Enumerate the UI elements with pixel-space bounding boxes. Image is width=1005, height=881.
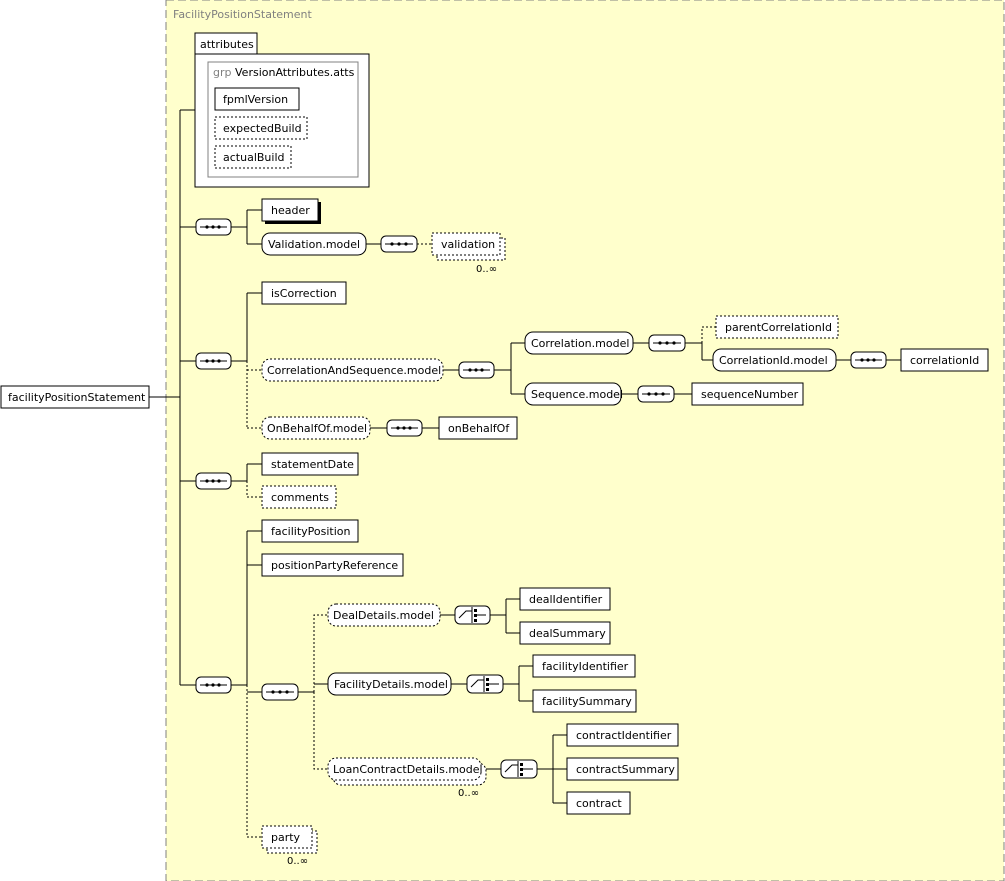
element-label: correlationId: [910, 354, 979, 367]
group-label: CorrelationId.model: [719, 354, 828, 367]
element-deal-identifier[interactable]: dealIdentifier: [519, 587, 611, 611]
attribute-label: expectedBuild: [223, 122, 302, 135]
element-on-behalf-of[interactable]: onBehalfOf: [438, 416, 518, 440]
element-label: parentCorrelationId: [725, 321, 832, 334]
group-label: FacilityDetails.model: [334, 678, 448, 691]
element-label: header: [271, 204, 310, 217]
element-label: comments: [271, 491, 329, 504]
group-correlation-and-sequence-model[interactable]: CorrelationAndSequence.model: [261, 358, 444, 382]
sequence-icon[interactable]: [195, 676, 232, 694]
group-sequence-model[interactable]: Sequence.model: [524, 382, 623, 406]
element-contract-summary[interactable]: contractSummary: [566, 757, 679, 781]
group-facility-details-model[interactable]: FacilityDetails.model: [327, 672, 452, 696]
element-correlation-id[interactable]: correlationId: [900, 348, 989, 372]
element-label: facilityPosition: [271, 525, 351, 538]
sequence-icon[interactable]: [380, 235, 418, 253]
complex-type-name: FacilityPositionStatement: [173, 8, 312, 21]
group-label: CorrelationAndSequence.model: [267, 364, 441, 377]
attribute-label: actualBuild: [223, 151, 284, 164]
sequence-icon[interactable]: [850, 351, 887, 369]
element-label: dealSummary: [529, 627, 606, 640]
cardinality: 0..∞: [476, 264, 497, 275]
group-label: OnBehalfOf.model: [267, 422, 367, 435]
sequence-icon[interactable]: [386, 419, 423, 437]
sequence-icon[interactable]: [195, 352, 232, 370]
element-label: onBehalfOf: [448, 422, 510, 435]
sequence-icon[interactable]: [195, 472, 232, 490]
group-deal-details-model[interactable]: DealDetails.model: [327, 603, 441, 627]
element-contract[interactable]: contract: [566, 791, 631, 815]
group-label: Sequence.model: [531, 388, 623, 401]
element-label: statementDate: [271, 458, 354, 471]
element-position-party-reference[interactable]: positionPartyReference: [261, 553, 404, 577]
element-facility-position-statement[interactable]: facilityPositionStatement: [0, 385, 150, 409]
element-facility-identifier[interactable]: facilityIdentifier: [532, 654, 636, 678]
attributes-title: attributes: [200, 38, 254, 51]
element-label: party: [271, 831, 301, 844]
element-label: isCorrection: [271, 287, 337, 300]
element-facility-summary[interactable]: facilitySummary: [532, 689, 637, 713]
attribute-group-name: VersionAttributes.atts: [235, 66, 355, 79]
sequence-icon[interactable]: [261, 683, 299, 701]
attribute-actual-build[interactable]: actualBuild: [214, 145, 292, 169]
element-header[interactable]: header: [261, 198, 321, 224]
element-label: facilitySummary: [542, 695, 632, 708]
attribute-label: fpmlVersion: [223, 93, 288, 106]
group-label: Validation.model: [268, 238, 360, 251]
element-deal-summary[interactable]: dealSummary: [519, 621, 611, 645]
group-correlation-model[interactable]: Correlation.model: [524, 331, 634, 355]
element-party[interactable]: party 0..∞: [261, 825, 318, 867]
element-label: contractSummary: [576, 763, 675, 776]
element-label: dealIdentifier: [529, 593, 603, 606]
choice-icon[interactable]: [500, 759, 538, 779]
element-label: contract: [576, 797, 622, 810]
choice-icon[interactable]: [466, 674, 504, 694]
cardinality: 0..∞: [287, 856, 308, 867]
attribute-expected-build[interactable]: expectedBuild: [214, 116, 308, 140]
group-prefix: grp: [213, 66, 232, 79]
group-label: LoanContractDetails.model: [333, 763, 483, 776]
element-facility-position[interactable]: facilityPosition: [261, 519, 359, 543]
choice-icon[interactable]: [454, 605, 491, 625]
attributes-panel: attributes grp VersionAttributes.atts fp…: [194, 32, 370, 188]
cardinality: 0..∞: [458, 788, 479, 799]
element-label: facilityIdentifier: [542, 660, 629, 673]
element-label: positionPartyReference: [271, 559, 398, 572]
element-sequence-number[interactable]: sequenceNumber: [691, 382, 804, 406]
group-validation-model[interactable]: Validation.model: [261, 232, 367, 256]
element-statement-date[interactable]: statementDate: [261, 452, 359, 476]
sequence-icon[interactable]: [637, 385, 675, 403]
element-label: contractIdentifier: [576, 729, 672, 742]
sequence-icon[interactable]: [458, 361, 495, 379]
sequence-icon[interactable]: [648, 334, 686, 352]
group-loan-contract-details-model[interactable]: LoanContractDetails.model 0..∞: [327, 757, 487, 799]
connectors: [149, 109, 901, 838]
sequence-icon[interactable]: [195, 218, 232, 236]
element-parent-correlation-id[interactable]: parentCorrelationId: [715, 315, 839, 339]
element-label: facilityPositionStatement: [8, 391, 146, 404]
group-label: Correlation.model: [531, 337, 629, 350]
element-label: sequenceNumber: [701, 388, 799, 401]
group-label: DealDetails.model: [333, 609, 434, 622]
element-validation[interactable]: validation 0..∞: [431, 232, 506, 275]
element-is-correction[interactable]: isCorrection: [261, 281, 347, 305]
group-on-behalf-of-model[interactable]: OnBehalfOf.model: [261, 416, 371, 440]
attribute-fpml-version[interactable]: fpmlVersion: [214, 87, 300, 111]
element-label: validation: [441, 238, 495, 251]
group-correlation-id-model[interactable]: CorrelationId.model: [712, 348, 837, 372]
compositors: [195, 218, 887, 779]
element-contract-identifier[interactable]: contractIdentifier: [566, 723, 679, 747]
element-comments[interactable]: comments: [261, 485, 337, 509]
